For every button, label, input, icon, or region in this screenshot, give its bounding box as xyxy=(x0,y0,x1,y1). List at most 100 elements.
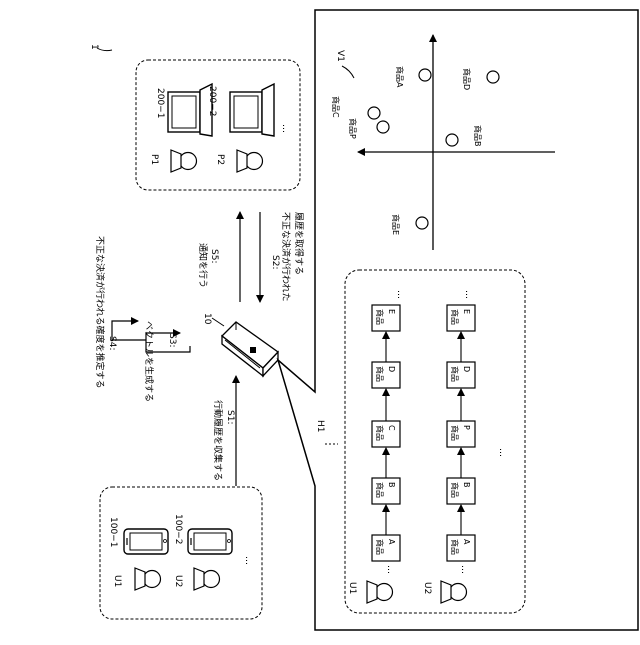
vector-space-label: V1 xyxy=(335,50,345,62)
vector-point: 商品P xyxy=(348,118,389,139)
step1-text: 行動履歴を収集する xyxy=(212,400,224,481)
person-body-icon xyxy=(441,581,451,603)
history-item-label: 商品 xyxy=(375,425,385,441)
history-item-label: 商品 xyxy=(450,482,460,498)
operator-label-1: P1 xyxy=(149,154,159,165)
laptop-screen xyxy=(234,96,258,128)
history-item: 商品D xyxy=(372,362,400,388)
server-leader-line xyxy=(212,318,224,326)
history-item: 商品D xyxy=(447,362,475,388)
history-item-label: 商品 xyxy=(375,309,385,325)
user-device-label-1: 100−1 xyxy=(108,517,118,547)
history-item-label: 商品 xyxy=(450,539,460,555)
person-body-icon xyxy=(367,581,377,603)
vector-point-marker xyxy=(446,134,458,146)
vector-point-marker xyxy=(416,217,428,229)
operator-device-ellipsis: … xyxy=(280,124,290,133)
history-item: 商品A xyxy=(372,535,400,561)
history-item-label: A xyxy=(387,539,396,545)
person-body-icon xyxy=(194,568,204,590)
vector-point-marker xyxy=(487,71,499,83)
history-item-label: D xyxy=(387,366,396,372)
operator-person-2: P2 xyxy=(215,150,263,172)
vector-point-label: 商品B xyxy=(473,125,483,147)
operator-device-label-2: 200−2 xyxy=(207,86,217,116)
step2-number: S2: xyxy=(270,255,280,269)
history-row1-ellipsis-top: … xyxy=(395,290,405,299)
vector-point-label: 商品E xyxy=(391,214,401,235)
history-person-label-1: U1 xyxy=(347,582,357,594)
operator-device-1: 200−1 xyxy=(155,84,212,136)
purchase-history: H1 商品A商品B商品C商品D商品E商品A商品B商品P商品D商品E … … … xyxy=(315,270,525,613)
history-person-label-2: U2 xyxy=(422,582,432,594)
step4-text: 不正な決済が行われる確度を推定する xyxy=(94,236,106,389)
operator-person-1: P1 xyxy=(149,150,197,172)
history-item-label: 商品 xyxy=(450,425,460,441)
server-indicator-icon xyxy=(250,347,256,353)
history-row2-ellipsis-top: … xyxy=(463,290,473,299)
history-item-label: B xyxy=(387,482,396,488)
vector-point-label: 商品A xyxy=(395,66,405,88)
history-rows-ellipsis: … xyxy=(497,448,507,457)
operator-terminal-group xyxy=(136,60,300,190)
person-body-icon xyxy=(135,568,145,590)
step5-number: S5: xyxy=(209,249,219,263)
operator-device-2: 200−2 xyxy=(207,84,274,136)
user-label-2: U2 xyxy=(173,575,183,587)
history-item: 商品C xyxy=(372,421,400,447)
step2-text-line2: 履歴を取得する xyxy=(293,212,305,275)
person-body-icon xyxy=(171,150,181,172)
history-person-ellipsis-2: … xyxy=(459,565,469,574)
user-person-1: U1 xyxy=(112,568,161,590)
system-number: 1 xyxy=(89,44,99,50)
system-reference: 1 xyxy=(89,44,112,51)
history-item: 商品P xyxy=(447,421,475,447)
screen xyxy=(130,533,162,550)
step1-number: S1: xyxy=(225,410,235,424)
history-item-label: 商品 xyxy=(375,539,385,555)
history-item-label: D xyxy=(462,366,471,372)
user-device-label-2: 100−2 xyxy=(173,514,183,544)
vector-point-marker xyxy=(419,69,431,81)
vector-point-label: 商品C xyxy=(331,96,341,118)
vector-space: V1 商品A商品D商品C商品P商品B商品E xyxy=(331,35,555,250)
history-item-label: E xyxy=(387,309,396,314)
history-item-label: 商品 xyxy=(450,366,460,382)
history-item-label: 商品 xyxy=(375,482,385,498)
history-item-label: 商品 xyxy=(375,366,385,382)
vector-point: 商品A xyxy=(395,66,431,88)
vector-point: 商品E xyxy=(391,214,428,235)
history-item-label: C xyxy=(387,425,396,431)
person-head-icon xyxy=(450,584,467,601)
history-item: 商品E xyxy=(447,305,475,331)
person-head-icon xyxy=(144,571,161,588)
server-number: 10 xyxy=(202,313,212,325)
vector-point-label: 商品P xyxy=(348,118,358,139)
operator-device-label-1: 200−1 xyxy=(155,88,165,118)
history-person-1: U1 … xyxy=(347,565,395,603)
history-person-ellipsis-1: … xyxy=(385,565,395,574)
history-item: 商品E xyxy=(372,305,400,331)
server: 10 xyxy=(202,313,278,376)
step3-number: S3: xyxy=(167,333,177,347)
vector-points: 商品A商品D商品C商品P商品B商品E xyxy=(331,66,499,235)
history-item-label: P xyxy=(462,425,471,430)
user-label-1: U1 xyxy=(112,575,122,587)
history-item: 商品A xyxy=(447,535,475,561)
step5-text: 通知を行う xyxy=(197,243,209,288)
history-person-2: U2 … xyxy=(422,565,469,603)
person-body-icon xyxy=(237,150,247,172)
laptop-keyboard xyxy=(262,84,274,136)
operator-label-2: P2 xyxy=(215,154,225,165)
history-item-label: B xyxy=(462,482,471,488)
screen xyxy=(194,533,226,550)
user-device-1: 100−1 xyxy=(108,517,168,554)
vector-point-marker xyxy=(377,121,389,133)
history-label: H1 xyxy=(315,420,325,433)
person-head-icon xyxy=(203,571,220,588)
person-head-icon xyxy=(246,153,263,170)
step2-text-line1: 不正な決済が行われた xyxy=(280,212,292,302)
history-item: 商品B xyxy=(372,478,400,504)
vector-point: 商品C xyxy=(331,96,380,119)
